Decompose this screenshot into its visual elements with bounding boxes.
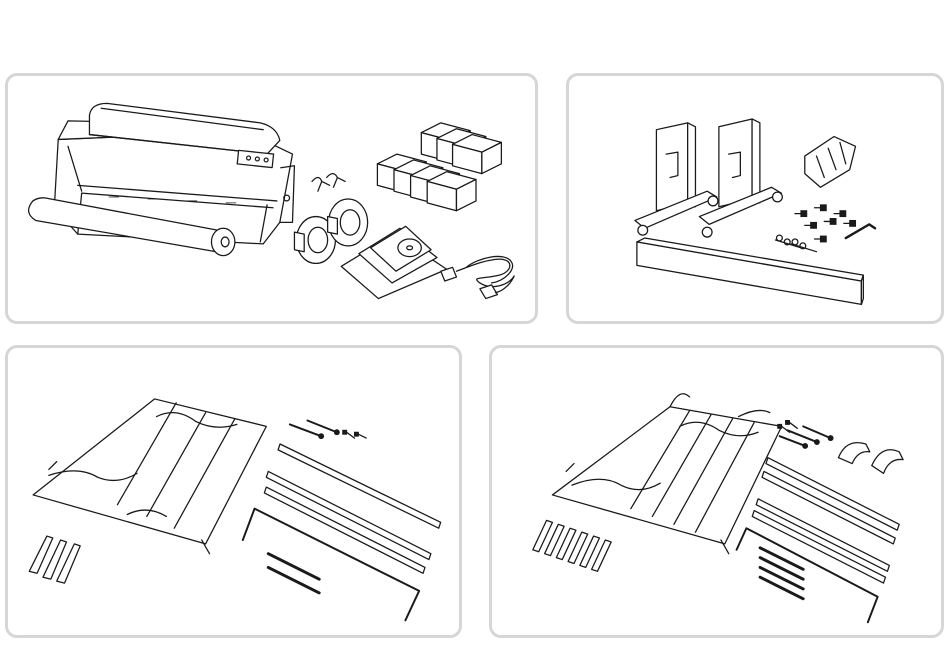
crossbar-icon: [637, 238, 863, 304]
stand-kit-panel: [566, 73, 944, 324]
hook-icon: [312, 174, 345, 192]
hook-arm-icon: [838, 443, 903, 474]
printer-kit-panel: [5, 73, 538, 324]
clip-icon: [29, 536, 319, 593]
basket-guide-icon: [805, 137, 856, 188]
power-cord-icon: [441, 256, 514, 298]
long-rod-icon: [264, 444, 440, 573]
clip-icon: [533, 520, 803, 598]
screw-icon: [290, 420, 366, 438]
screw-icon: [778, 420, 833, 448]
basket-kit-large-panel: [489, 345, 944, 638]
wing-nut-icon: [775, 235, 816, 252]
paper-basket-icon: [33, 399, 266, 554]
ink-cartridge-icon: [377, 123, 501, 211]
spindle-adapter-icon: [294, 199, 367, 263]
stand-leg-icon: [635, 119, 782, 237]
basket-kit-small-panel: [5, 345, 462, 638]
